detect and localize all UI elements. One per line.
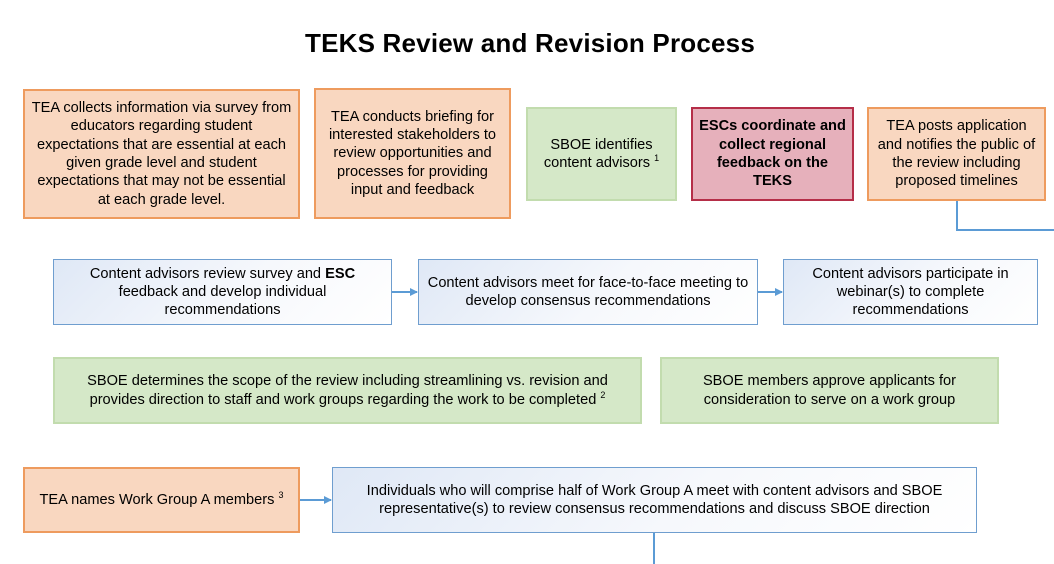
tea-survey-text: TEA collects information via survey from… bbox=[31, 100, 292, 208]
tea-posts-text: TEA posts application and notifies the p… bbox=[877, 118, 1036, 190]
individuals-meet-box: Individuals who will comprise half of Wo… bbox=[332, 467, 977, 533]
advisors-meet-text: Content advisors meet for face-to-face m… bbox=[427, 274, 749, 309]
advisors-review-label: Content advisors review survey and ESC f… bbox=[74, 265, 371, 320]
advisors-webinar-box: Content advisors participate in webinar(… bbox=[783, 259, 1038, 325]
advisors-review-text-after: feedback and develop individual recommen… bbox=[118, 283, 327, 319]
sboe-identifies-text: SBOE identifies content advisors bbox=[543, 136, 653, 171]
sboe-approve-box: SBOE members approve applicants for cons… bbox=[660, 357, 999, 424]
tea-briefing-text: TEA conducts briefing for interested sta… bbox=[328, 108, 497, 198]
diagram-title: TEKS Review and Revision Process bbox=[304, 28, 755, 58]
footnote-3: 3 bbox=[278, 489, 284, 500]
sboe-scope-box: SBOE determines the scope of the review … bbox=[53, 357, 642, 424]
advisors-review-text-esc: ESC bbox=[325, 265, 356, 282]
individuals-meet-text: Individuals who will comprise half of Wo… bbox=[366, 482, 943, 517]
footnote-1: 1 bbox=[654, 153, 660, 163]
advisors-meet-box: Content advisors meet for face-to-face m… bbox=[418, 259, 758, 325]
tea-briefing-box: TEA conducts briefing for interested sta… bbox=[314, 88, 511, 219]
tea-posts-box: TEA posts application and notifies the p… bbox=[867, 107, 1046, 201]
sboe-identifies-label: SBOE identifies content advisors 1 bbox=[538, 136, 665, 173]
sboe-identifies-box: SBOE identifies content advisors 1 bbox=[526, 107, 677, 201]
tea-names-text: TEA names Work Group A members bbox=[39, 491, 275, 508]
advisors-review-text-before: Content advisors review survey and bbox=[89, 265, 326, 282]
advisors-webinar-text: Content advisors participate in webinar(… bbox=[812, 265, 1009, 319]
esc-coordinate-text: ESCs coordinate and collect regional fee… bbox=[699, 118, 846, 190]
advisors-review-box: Content advisors review survey and ESC f… bbox=[53, 259, 392, 325]
tea-names-box: TEA names Work Group A members 3 bbox=[23, 467, 300, 533]
esc-coordinate-box: ESCs coordinate and collect regional fee… bbox=[691, 107, 854, 201]
tea-survey-box: TEA collects information via survey from… bbox=[23, 89, 300, 219]
sboe-approve-text: SBOE members approve applicants for cons… bbox=[702, 373, 957, 408]
tea-names-label: TEA names Work Group A members 3 bbox=[39, 489, 284, 509]
sboe-scope-label: SBOE determines the scope of the review … bbox=[67, 372, 628, 409]
sboe-scope-text: SBOE determines the scope of the review … bbox=[87, 373, 608, 408]
footnote-2: 2 bbox=[600, 389, 606, 400]
connector-tea-posts-out bbox=[956, 201, 1054, 231]
